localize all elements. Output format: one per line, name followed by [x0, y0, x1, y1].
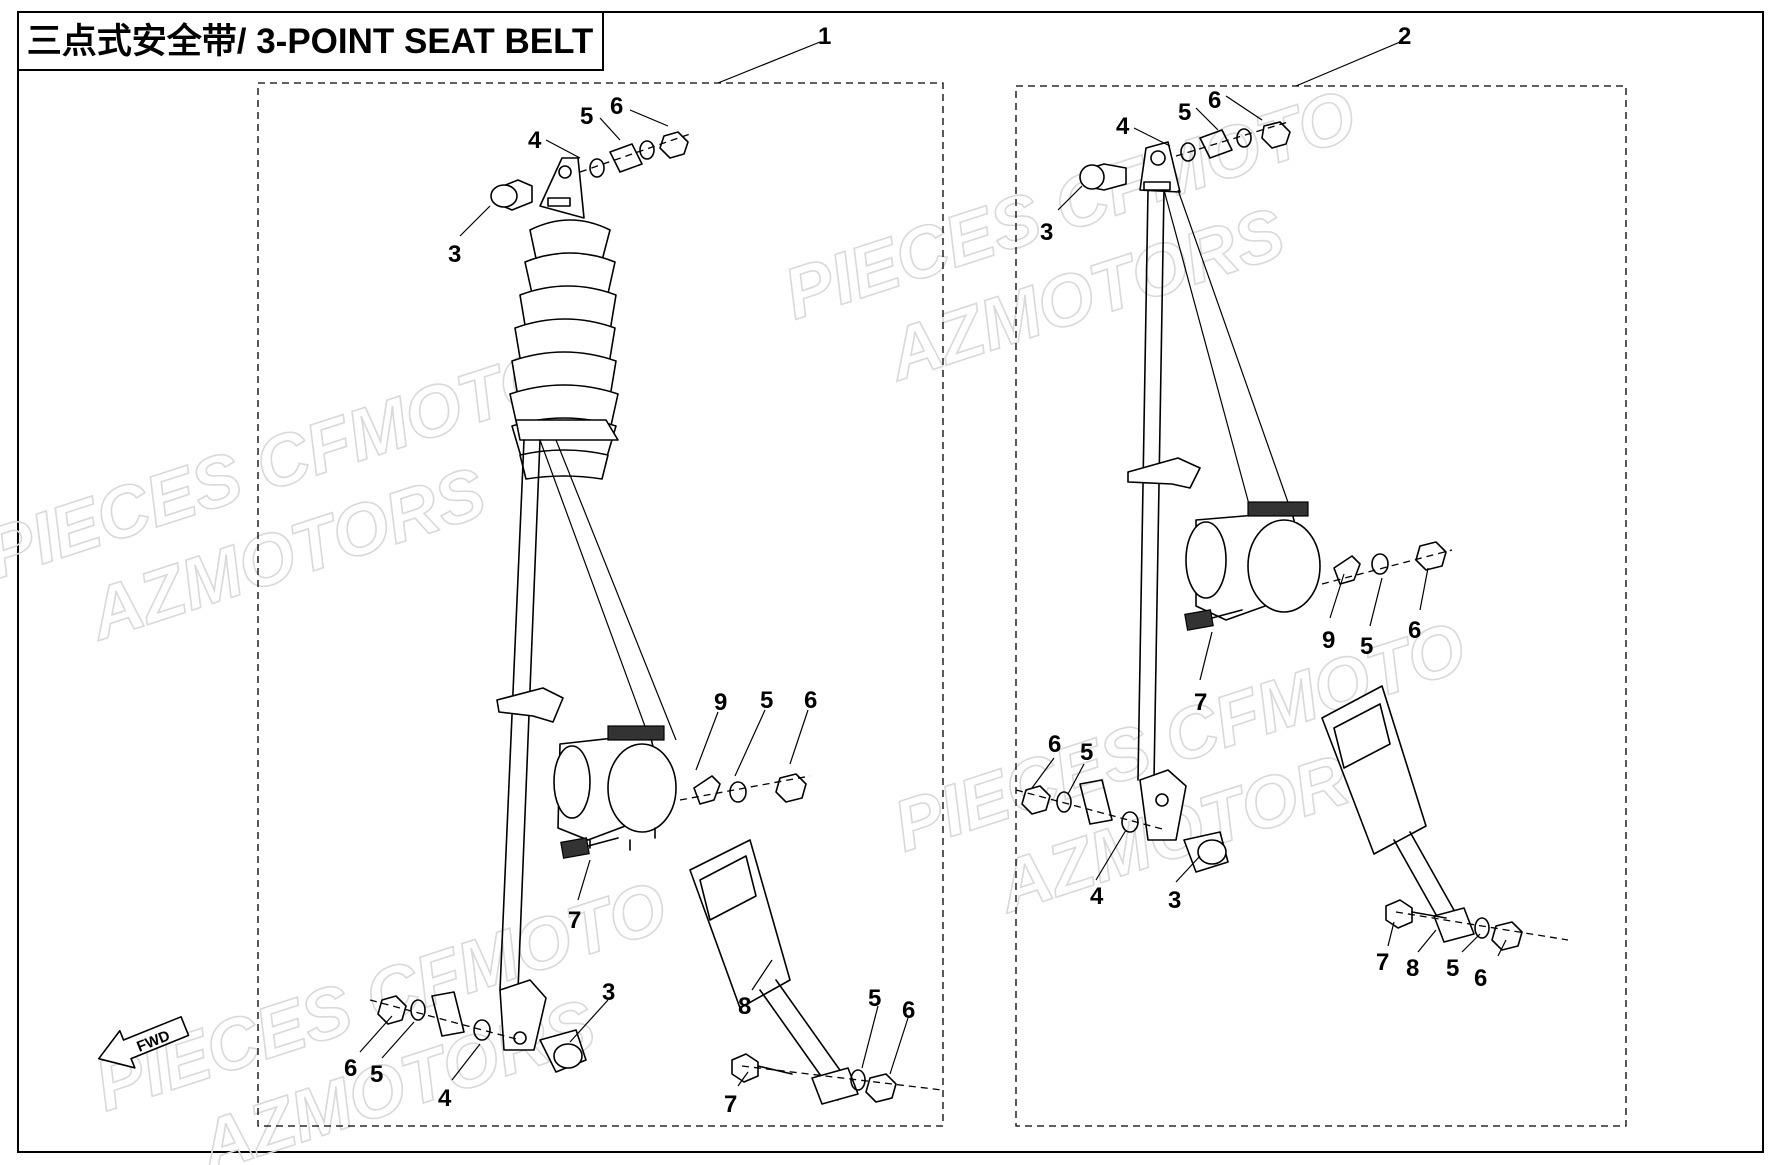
- outer-frame: [17, 11, 1764, 1153]
- retractor-1-bolt: [560, 837, 619, 859]
- retractor-2: [1185, 501, 1321, 621]
- assembly-1-callout: 8: [738, 993, 751, 1020]
- assembly-1-callout: 5: [370, 1061, 383, 1088]
- assembly-2-callout: 5: [1446, 955, 1459, 982]
- top-anchor-plate: [539, 157, 585, 219]
- assembly-2: 2: [1015, 23, 1627, 1127]
- assembly-1-callout: 5: [868, 985, 881, 1012]
- assembly-1-callout: 7: [568, 907, 581, 934]
- assembly-1-ref: 1: [818, 23, 831, 50]
- assembly-1-callout: 7: [724, 1091, 737, 1118]
- mid-belt-guide: [496, 687, 564, 723]
- buckle-1-hardware: [731, 1053, 943, 1103]
- assembly-2-callout: 4: [1116, 113, 1130, 140]
- assembly-1-callout: 5: [580, 103, 593, 130]
- top-washer-stack-2: [1175, 121, 1291, 162]
- assembly-2-callout: 3: [1168, 887, 1181, 914]
- assembly-1-callout: 3: [448, 241, 461, 268]
- assembly-2-callout: 7: [1194, 689, 1207, 716]
- assembly-1-callout: 6: [902, 997, 915, 1024]
- assembly-1-callout: 3: [602, 979, 615, 1006]
- buckle-2: [1321, 685, 1475, 943]
- assembly-1-callout: 5: [760, 687, 773, 714]
- assembly-1-callout: 6: [344, 1055, 357, 1082]
- assembly-1-callout: 4: [438, 1085, 452, 1112]
- retractor-1: [553, 725, 677, 851]
- assembly-2-callout: 7: [1376, 949, 1389, 976]
- lower-anchor-1: [499, 979, 587, 1073]
- diagram-title: 三点式安全带/ 3-POINT SEAT BELT: [27, 21, 594, 61]
- top-washer-stack: [579, 131, 691, 178]
- watermarks: PIECES CFMOTO AZMOTORS PIECES CFMOTO AZM…: [0, 74, 1476, 1165]
- assembly-2-ref: 2: [1398, 23, 1411, 50]
- assembly-2-callout: 5: [1080, 739, 1093, 766]
- assembly-2-callout: 6: [1474, 965, 1487, 992]
- top-anchor-bolt-2: [1079, 163, 1127, 191]
- assembly-2-callout: 3: [1040, 219, 1053, 246]
- retractor-1-hardware: [679, 773, 811, 805]
- buckle-2-hardware: [1385, 899, 1569, 951]
- assembly-2-callout: 6: [1048, 731, 1061, 758]
- assembly-2-callout: 4: [1090, 883, 1104, 910]
- assembly-2-callout: 5: [1178, 99, 1191, 126]
- top-anchor-bolt: [490, 179, 533, 211]
- assembly-2-callout: 6: [1208, 87, 1221, 114]
- assembly-1-callout: 6: [610, 93, 623, 120]
- lower-anchor-2-hardware: [1015, 779, 1167, 833]
- assembly-2-callout: 6: [1408, 617, 1421, 644]
- title-box: 三点式安全带/ 3-POINT SEAT BELT: [17, 11, 604, 71]
- assembly-2-callout: 9: [1322, 627, 1335, 654]
- retractor-2-hardware: [1321, 541, 1453, 585]
- assembly-1-callout: 4: [528, 127, 542, 154]
- retractor-2-bolt: [1184, 609, 1243, 631]
- assembly-1-callout: 9: [714, 689, 727, 716]
- assembly-2-callout: 8: [1406, 955, 1419, 982]
- assembly-2-callout: 5: [1360, 633, 1373, 660]
- buckle-1: [689, 839, 859, 1105]
- assembly-2-frame: [1015, 85, 1627, 1127]
- assembly-1-frame: [257, 82, 944, 1127]
- mid-belt-guide-2: [1127, 457, 1201, 489]
- upper-belt-guide: [515, 419, 619, 441]
- assembly-1-callout: 6: [804, 687, 817, 714]
- lower-anchor-1-hardware: [369, 991, 521, 1041]
- assembly-1: 1: [257, 23, 944, 1127]
- belt-webbing-2: [1137, 189, 1291, 781]
- top-anchor-plate-2: [1139, 141, 1181, 193]
